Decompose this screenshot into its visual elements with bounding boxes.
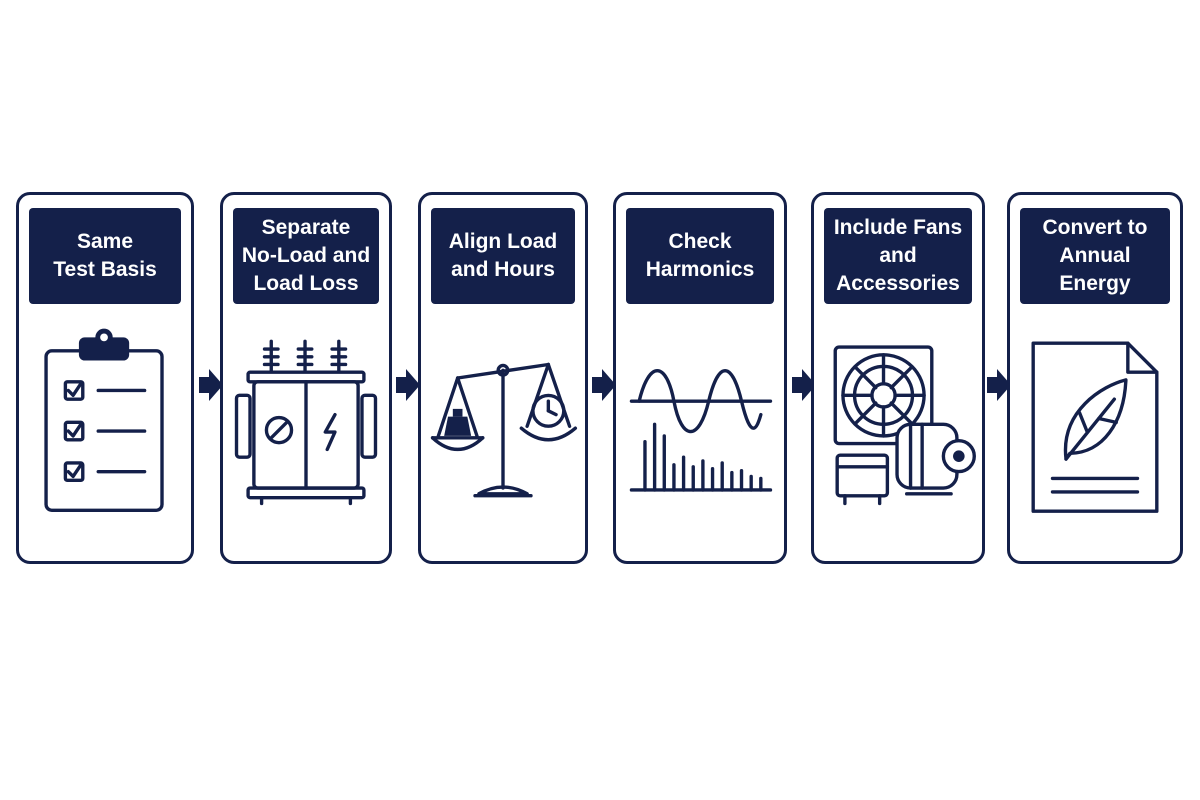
arrow-right-icon xyxy=(396,369,420,401)
step-card-check-harmonics: Check Harmonics xyxy=(613,192,787,564)
step-card-separate-losses: Separate No-Load and Load Loss xyxy=(220,192,392,564)
step-card-align-load-hours: Align Load and Hours xyxy=(418,192,588,564)
document-leaf-icon xyxy=(1010,315,1180,551)
step-card-fans-accessories: Include Fans and Accessories xyxy=(811,192,985,564)
fan-motor-icon xyxy=(814,315,982,551)
step-card-annual-energy: Convert to Annual Energy xyxy=(1007,192,1183,564)
step-title: Check Harmonics xyxy=(626,208,774,304)
arrow-right-icon xyxy=(592,369,616,401)
step-title: Align Load and Hours xyxy=(431,208,575,304)
waveform-harmonics-icon xyxy=(616,315,784,551)
arrow-right-icon xyxy=(987,369,1011,401)
balance-scale-clock-icon xyxy=(421,315,585,551)
step-card-same-test-basis: Same Test Basis xyxy=(16,192,194,564)
step-title: Separate No-Load and Load Loss xyxy=(233,208,379,304)
arrow-right-icon xyxy=(792,369,816,401)
clipboard-checklist-icon xyxy=(19,315,191,551)
step-title: Convert to Annual Energy xyxy=(1020,208,1170,304)
step-title: Same Test Basis xyxy=(29,208,181,304)
transformer-icon xyxy=(223,315,389,551)
step-title: Include Fans and Accessories xyxy=(824,208,972,304)
arrow-right-icon xyxy=(199,369,223,401)
